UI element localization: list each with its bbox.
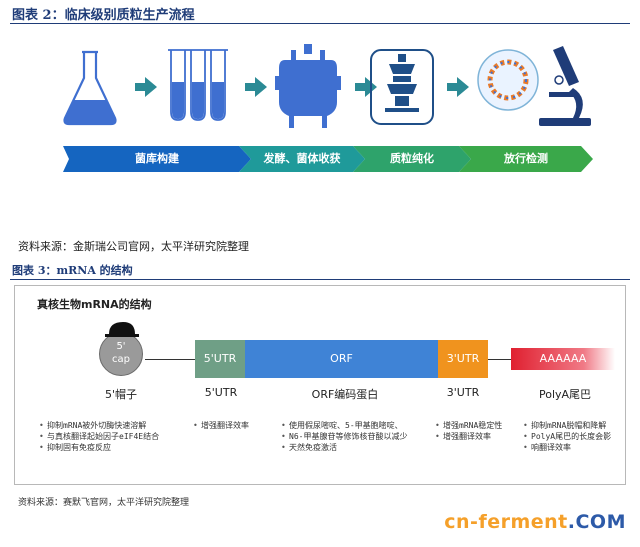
mrna-structure-diagram: 真核生物mRNA的结构 5' cap 5'UTR ORF 3'UTR AAAAA… [14, 285, 626, 485]
flask-icon [63, 50, 117, 126]
arrow-right-icon [245, 77, 267, 97]
test-tubes-icon [168, 49, 228, 121]
bullets-5utr: 增强翻译效率 [193, 420, 249, 431]
figure2-title: 图表 2：临床级别质粒生产流程 [12, 8, 195, 23]
bullet-item: 增强翻译效率 [193, 420, 249, 431]
stage-label: 菌库构建 [135, 152, 179, 165]
bioreactor-icon [275, 44, 341, 128]
figure3-title: 图表 3：mRNA 的结构 [12, 264, 133, 277]
label-5utr: 5'UTR [204, 386, 238, 399]
bullet-item: 响翻译效率 [523, 442, 623, 453]
stage-chevron [459, 146, 593, 172]
label-3utr: 3'UTR [446, 386, 480, 399]
backbone-line [488, 359, 511, 360]
figure2-title-rule [10, 23, 630, 24]
stage-plasmid-purification: 质粒纯化 [353, 146, 471, 172]
watermark-main: cn-ferment [444, 511, 568, 533]
cap-text-line2: cap [112, 354, 130, 365]
bullet-item: 增强翻译效率 [435, 431, 502, 442]
watermark-sub: .COM [567, 511, 626, 533]
stage-label: 放行检测 [504, 152, 548, 165]
figure2-source: 资料来源：金斯瑞公司官网，太平洋研究院整理 [18, 240, 249, 253]
bullet-item: 增强mRNA稳定性 [435, 420, 502, 431]
microscope-icon [539, 46, 591, 126]
segment-polya-tail: AAAAAA [511, 348, 615, 370]
cap-text-line1: 5' [116, 341, 126, 352]
stage-label: 质粒纯化 [390, 152, 434, 165]
cap-text: 5' cap [99, 340, 143, 366]
bullet-item: PolyA尾巴的长度会影 [523, 431, 623, 442]
bullets-polya: 抑制mRNA脱帽和降解 PolyA尾巴的长度会影 响翻译效率 [523, 420, 623, 453]
bullet-item: 抑制固有免疫反应 [39, 442, 159, 453]
bullets-orf: 使用假尿嘧啶、5-甲基胞嘧啶、 N6-甲基腺苷等修饰核苷酸以减少 天然免疫激活 [281, 420, 407, 453]
label-polya: PolyA尾巴 [538, 388, 592, 401]
cap-hat-icon [105, 322, 139, 337]
bullet-item: 抑制mRNA被外切酶快速溶解 [39, 420, 159, 431]
stage-release-testing: 放行检测 [459, 146, 593, 172]
segment-orf: ORF [245, 340, 438, 378]
figure3-source: 资料来源：赛默飞官网，太平洋研究院整理 [18, 498, 190, 508]
arrow-right-icon [135, 77, 157, 97]
bullet-item: 天然免疫激活 [281, 442, 407, 453]
plasmid-ring-icon [477, 49, 539, 111]
stage-strain-bank: 菌库构建 [63, 146, 251, 172]
stage-chevron [239, 146, 365, 172]
polya-gradient-bar [511, 348, 615, 370]
segment-3utr: 3'UTR [438, 340, 488, 378]
label-cap: 5'帽子 [104, 388, 138, 401]
stage-fermentation: 发酵、菌体收获 [239, 146, 365, 172]
label-orf: ORF编码蛋白 [311, 388, 379, 401]
mrna-diagram-heading: 真核生物mRNA的结构 [37, 298, 152, 311]
arrow-right-icon [355, 77, 377, 97]
stage-chevron [63, 146, 251, 172]
polya-text: AAAAAA [539, 352, 587, 365]
bullet-item: N6-甲基腺苷等修饰核苷酸以减少 [281, 431, 407, 442]
purification-column-icon [370, 49, 434, 125]
site-watermark: cn-ferment.COM [444, 511, 626, 533]
arrow-right-icon [447, 77, 469, 97]
stage-label: 发酵、菌体收获 [263, 152, 341, 165]
bullets-3utr: 增强mRNA稳定性 增强翻译效率 [435, 420, 502, 442]
bullets-cap: 抑制mRNA被外切酶快速溶解 与真核翻译起始因子eIF4E结合 抑制固有免疫反应 [39, 420, 159, 453]
backbone-line [145, 359, 195, 360]
bullet-item: 使用假尿嘧啶、5-甲基胞嘧啶、 [281, 420, 407, 431]
plasmid-production-process: 菌库构建 发酵、菌体收获 质粒纯化 放行检测 [55, 42, 600, 182]
figure3-title-rule [10, 279, 630, 280]
bullet-item: 与真核翻译起始因子eIF4E结合 [39, 431, 159, 442]
stage-chevron [353, 146, 471, 172]
segment-5utr: 5'UTR [195, 340, 245, 378]
bullet-item: 抑制mRNA脱帽和降解 [523, 420, 623, 431]
five-prime-cap: 5' cap [99, 322, 145, 376]
